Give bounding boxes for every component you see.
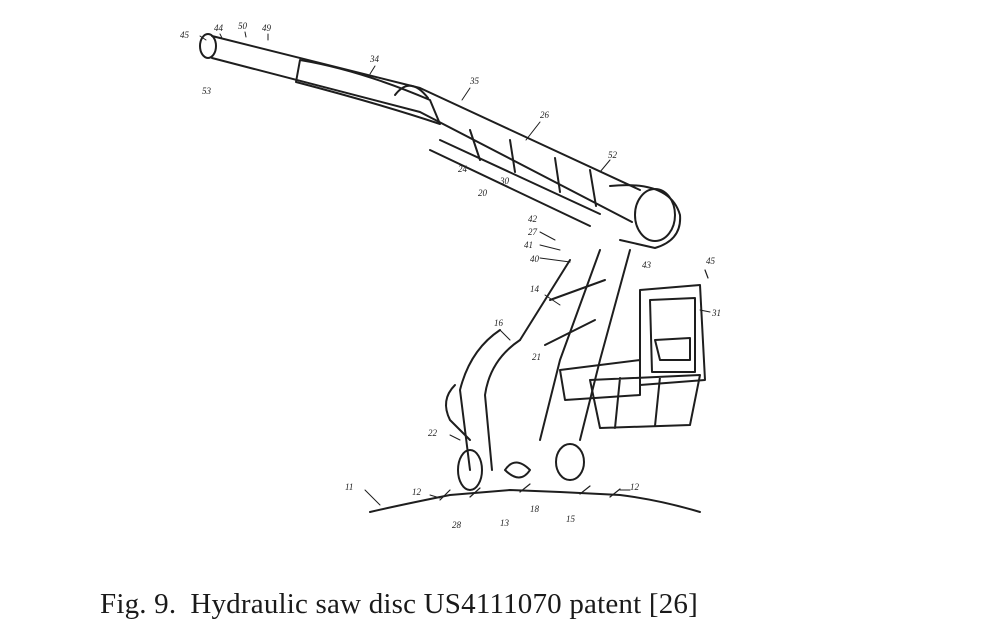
boom-tube-upper <box>211 35 641 223</box>
label-52: 52 <box>608 150 618 160</box>
leader-lines <box>199 31 711 506</box>
figure-number: Fig. 9. <box>100 588 177 620</box>
label-27: 27 <box>528 227 538 237</box>
label-20: 20 <box>478 188 488 198</box>
wheel-hub <box>504 461 531 479</box>
label-31: 31 <box>711 308 721 318</box>
figure-caption: Fig. 9. Hydraulic saw disc US4111070 pate… <box>100 588 698 621</box>
label-28: 28 <box>452 520 462 530</box>
label-34: 34 <box>369 54 380 64</box>
left-strut <box>445 384 471 441</box>
cabin-frame <box>639 284 706 386</box>
label-43: 43 <box>642 260 652 270</box>
reference-arrow <box>704 269 709 279</box>
label-50: 50 <box>238 21 248 31</box>
wheel-left <box>457 449 483 491</box>
label-53: 53 <box>202 86 212 96</box>
label-16: 16 <box>494 318 504 328</box>
label-30: 30 <box>499 176 510 186</box>
engine <box>559 359 641 401</box>
patent-figure: 45 44 50 49 34 35 26 52 53 20 30 24 42 2… <box>180 21 721 530</box>
label-44: 44 <box>214 23 224 33</box>
label-21: 21 <box>532 352 541 362</box>
label-14: 14 <box>530 284 540 294</box>
elbow-joint <box>634 188 676 242</box>
label-49: 49 <box>262 23 272 33</box>
label-12-right: 12 <box>630 482 640 492</box>
platform <box>589 374 701 429</box>
label-12-left: 12 <box>412 487 422 497</box>
boom-lower-rail <box>429 139 601 227</box>
label-18: 18 <box>530 504 540 514</box>
boom-bulge <box>394 84 429 99</box>
label-41: 41 <box>524 240 533 250</box>
column-brace <box>544 279 606 346</box>
label-40: 40 <box>530 254 540 264</box>
caption-text: Hydraulic saw disc US4111070 patent [26] <box>190 588 698 620</box>
label-15: 15 <box>566 514 576 524</box>
boom-tip <box>199 33 217 59</box>
ground-line <box>369 489 701 513</box>
ground-hatch <box>439 483 621 501</box>
boom-elbow <box>609 184 682 249</box>
wheel-right <box>555 443 585 481</box>
label-35: 35 <box>469 76 480 86</box>
column <box>519 249 631 441</box>
label-26: 26 <box>540 110 550 120</box>
label-24: 24 <box>458 164 468 174</box>
label-45-vehicle: 45 <box>706 256 716 266</box>
label-13: 13 <box>500 518 510 528</box>
boom-segments <box>469 129 597 207</box>
label-11: 11 <box>345 482 353 492</box>
label-45: 45 <box>180 30 190 40</box>
cabin-seat <box>654 337 691 361</box>
left-arm <box>459 329 521 471</box>
patent-drawing: 45 44 50 49 34 35 26 52 53 20 30 24 42 2… <box>180 21 721 530</box>
label-22: 22 <box>428 428 438 438</box>
boom-sleeve <box>295 59 441 125</box>
label-42: 42 <box>528 214 538 224</box>
